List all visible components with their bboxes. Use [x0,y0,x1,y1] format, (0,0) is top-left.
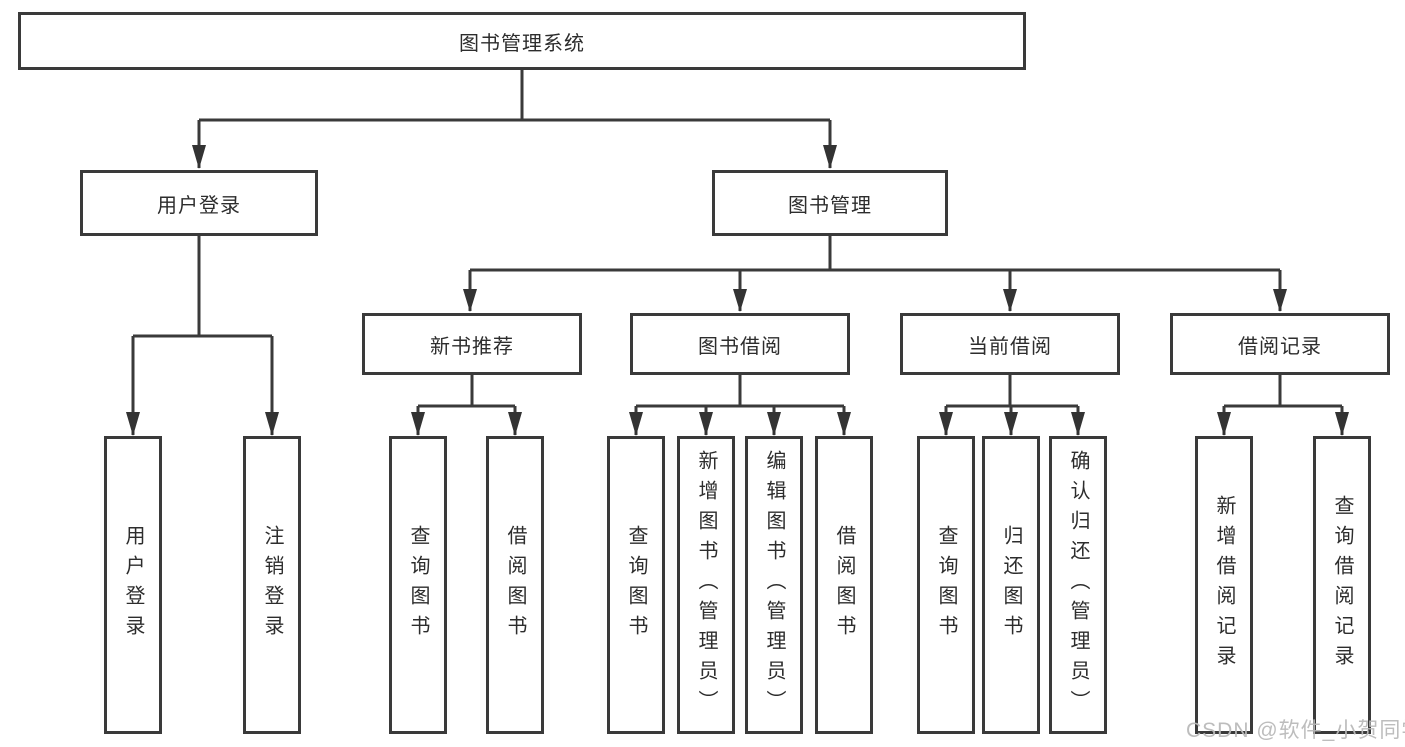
leaf-borrowing-borrow-books: 借阅图书 [815,436,873,734]
node-current-borrowing: 当前借阅 [900,313,1120,375]
arrowhead-icons [126,145,1349,436]
node-root-system: 图书管理系统 [18,12,1026,70]
leaf-current-confirm-return-admin: 确认归还（管理员） [1049,436,1107,734]
leaf-current-return-books: 归还图书 [982,436,1040,734]
node-book-borrowing: 图书借阅 [630,313,850,375]
leaf-borrowing-edit-books-admin: 编辑图书（管理员） [745,436,803,734]
leaf-borrowing-add-books-admin: 新增图书（管理员） [677,436,735,734]
leaf-records-query-record: 查询借阅记录 [1313,436,1371,734]
leaf-current-query-books: 查询图书 [917,436,975,734]
leaf-borrowing-query-books: 查询图书 [607,436,665,734]
node-user-login: 用户登录 [80,170,318,236]
connector-lines [131,70,1344,435]
leaf-user-login: 用户登录 [104,436,162,734]
leaf-recommend-query-books: 查询图书 [389,436,447,734]
node-book-management: 图书管理 [712,170,948,236]
leaf-recommend-borrow-books: 借阅图书 [486,436,544,734]
leaf-records-add-record: 新增借阅记录 [1195,436,1253,734]
node-new-book-recommend: 新书推荐 [362,313,582,375]
leaf-logout: 注销登录 [243,436,301,734]
node-borrowing-records: 借阅记录 [1170,313,1390,375]
watermark: CSDN @软件_小贺同学 [1186,719,1405,742]
